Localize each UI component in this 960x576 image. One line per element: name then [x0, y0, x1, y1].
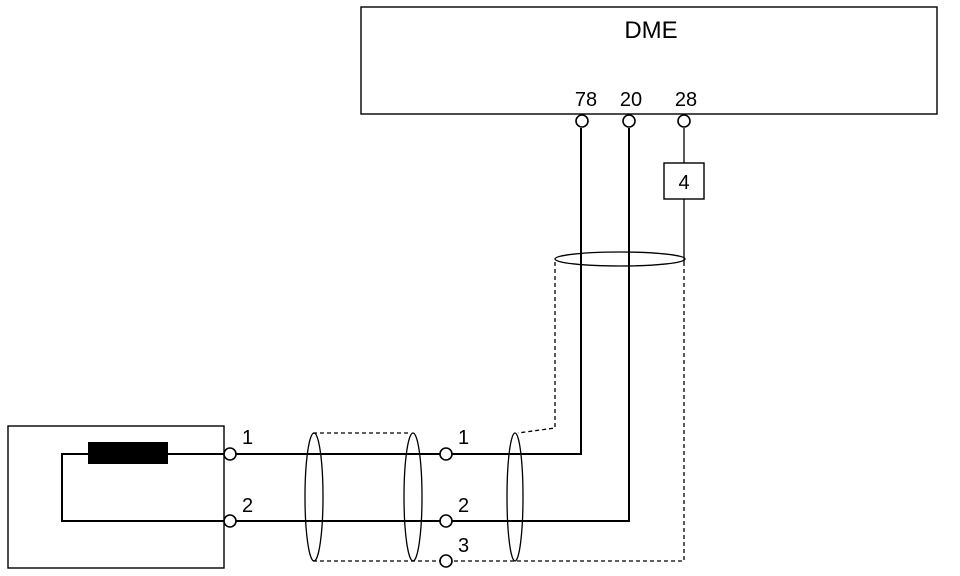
dme-pin-label-28: 28	[675, 89, 697, 111]
shield-ring-right	[506, 432, 524, 562]
dme-terminal-20	[622, 114, 636, 128]
dme-box	[360, 6, 938, 115]
component-4-label: 4	[678, 172, 689, 194]
cable-shield-ring-left	[304, 432, 324, 562]
wire-pin-20	[447, 128, 630, 522]
connector-label-1: 1	[458, 427, 469, 449]
sensor-internal-wire-loop	[61, 453, 224, 522]
dme-label: DME	[624, 17, 677, 44]
shield-left-dashed	[517, 262, 556, 434]
sensor-element-icon	[88, 442, 168, 464]
wire-pin-78	[447, 128, 582, 455]
sensor-label-1: 1	[242, 427, 253, 449]
connector: 1 2 3	[439, 427, 469, 568]
dme-pin-label-78: 78	[575, 89, 597, 111]
connector-terminal-3	[439, 554, 453, 568]
connector-terminal-2	[439, 514, 453, 528]
shield-drain-dashed	[447, 262, 685, 562]
sensor-label-2: 2	[242, 495, 253, 517]
dme-terminal-28	[677, 114, 691, 128]
cable-shield-ring-right	[403, 432, 423, 562]
connector-label-3: 3	[458, 535, 469, 557]
component-4-box	[663, 162, 705, 200]
connector-label-2: 2	[458, 495, 469, 517]
shield-ring-top	[554, 251, 686, 267]
sensor-terminal-2	[223, 514, 237, 528]
connector-terminal-1	[439, 447, 453, 461]
sensor-terminal-1	[223, 447, 237, 461]
dme-terminal-78	[575, 114, 589, 128]
sensor: 1 2	[7, 425, 253, 569]
dme-control-unit: DME 78 20 28	[360, 6, 938, 115]
dme-pin-label-20: 20	[620, 89, 642, 111]
component-4: 4	[663, 128, 705, 200]
